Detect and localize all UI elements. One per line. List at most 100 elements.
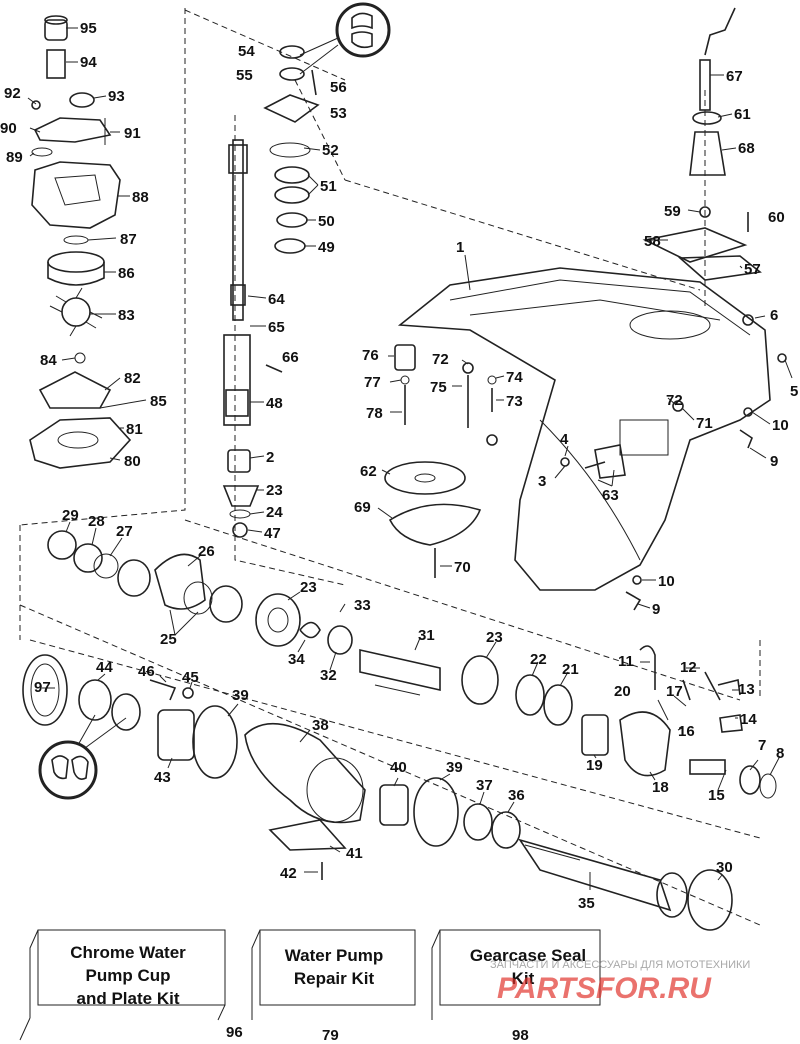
callout-39b: 39 xyxy=(446,759,463,776)
callout-26: 26 xyxy=(198,543,215,560)
callout-60: 60 xyxy=(768,209,785,226)
driveshaft-parts xyxy=(222,45,320,538)
callout-65: 65 xyxy=(268,319,285,336)
callout-10a: 10 xyxy=(772,417,789,434)
callout-16: 16 xyxy=(678,723,695,740)
callout-89: 89 xyxy=(6,149,23,166)
callout-31: 31 xyxy=(418,627,435,644)
callout-23a: 23 xyxy=(266,482,283,499)
callout-86: 86 xyxy=(118,265,135,282)
callout-4: 4 xyxy=(560,431,569,448)
callout-35: 35 xyxy=(578,895,595,912)
seal-orientation-inset-top xyxy=(299,2,391,75)
callout-90: 90 xyxy=(0,120,17,137)
callout-20: 20 xyxy=(614,683,631,700)
callout-51: 51 xyxy=(320,178,337,195)
callout-32: 32 xyxy=(320,667,337,684)
callout-84: 84 xyxy=(40,352,57,369)
callout-38: 38 xyxy=(312,717,329,734)
chrome-kit-line2: Pump Cup xyxy=(86,966,171,985)
callout-56: 56 xyxy=(330,79,347,96)
callout-75: 75 xyxy=(430,379,447,396)
callout-3: 3 xyxy=(538,473,546,490)
callout-68: 68 xyxy=(738,140,755,157)
callout-45: 45 xyxy=(182,669,199,686)
pump-kit-line1: Water Pump xyxy=(285,946,384,965)
callout-40: 40 xyxy=(390,759,407,776)
callout-18: 18 xyxy=(652,779,669,796)
callout-80: 80 xyxy=(124,453,141,470)
callout-47: 47 xyxy=(264,525,281,542)
seal-kit-line2: Kit xyxy=(512,969,535,988)
leader-lines xyxy=(27,27,793,890)
callout-54: 54 xyxy=(238,43,255,60)
callout-55: 55 xyxy=(236,67,253,84)
callout-44: 44 xyxy=(96,659,113,676)
callout-17: 17 xyxy=(666,683,683,700)
kit-panel-chrome: Chrome Water Pump Cup and Plate Kit 96 xyxy=(19,929,243,1041)
callout-10b: 10 xyxy=(658,573,675,590)
callout-27: 27 xyxy=(116,523,133,540)
callout-23c: 23 xyxy=(486,629,503,646)
callout-58: 58 xyxy=(644,233,661,250)
callout-23b: 23 xyxy=(300,579,317,596)
callout-64: 64 xyxy=(268,291,285,308)
callout-67: 67 xyxy=(726,68,743,85)
callout-61: 61 xyxy=(734,106,751,123)
callout-88: 88 xyxy=(132,189,149,206)
kit-panel-seal: Gearcase Seal Kit 98 xyxy=(431,929,601,1044)
callout-52: 52 xyxy=(322,142,339,159)
callout-11: 11 xyxy=(618,653,634,670)
callout-63: 63 xyxy=(602,487,619,504)
callout-48: 48 xyxy=(266,395,283,412)
watermark: ЗАПЧАСТИ И АКСЕССУАРЫ ДЛЯ МОТОТЕХНИКИ PA… xyxy=(490,959,750,1005)
callout-93: 93 xyxy=(108,88,125,105)
callout-9b: 9 xyxy=(652,601,660,618)
callout-6: 6 xyxy=(770,307,778,324)
callout-72a: 72 xyxy=(666,392,683,409)
kit-number-79: 79 xyxy=(322,1027,339,1044)
callout-33: 33 xyxy=(354,597,371,614)
callout-74: 74 xyxy=(506,369,523,386)
watermark-tagline: ЗАПЧАСТИ И АКСЕССУАРЫ ДЛЯ МОТОТЕХНИКИ xyxy=(490,959,750,971)
callout-7: 7 xyxy=(758,737,766,754)
callout-50: 50 xyxy=(318,213,335,230)
propshaft-lower-row xyxy=(22,654,733,931)
callout-14: 14 xyxy=(740,711,757,728)
callout-71: 71 xyxy=(696,415,713,432)
callout-12: 12 xyxy=(680,659,697,676)
callout-83: 83 xyxy=(118,307,135,324)
seal-orientation-inset-bottom xyxy=(38,714,127,800)
callout-62: 62 xyxy=(360,463,377,480)
callout-57: 57 xyxy=(744,261,761,278)
callout-34: 34 xyxy=(288,651,305,668)
callout-53: 53 xyxy=(330,105,347,122)
assembly-guide-lines xyxy=(19,8,761,926)
callout-94: 94 xyxy=(80,54,97,71)
callout-70: 70 xyxy=(454,559,471,576)
callout-39a: 39 xyxy=(232,687,249,704)
callout-5: 5 xyxy=(790,383,798,400)
callout-19: 19 xyxy=(586,757,603,774)
callout-49: 49 xyxy=(318,239,335,256)
callout-2: 2 xyxy=(266,449,274,466)
shift-rod-parts xyxy=(642,7,762,281)
callout-9a: 9 xyxy=(770,453,778,470)
gearcase-housing xyxy=(397,267,771,591)
callout-37: 37 xyxy=(476,777,493,794)
callout-73: 73 xyxy=(506,393,523,410)
callout-66: 66 xyxy=(282,349,299,366)
callout-25: 25 xyxy=(160,631,177,648)
callout-59: 59 xyxy=(664,203,681,220)
callout-81: 81 xyxy=(126,421,143,438)
callout-85: 85 xyxy=(150,393,167,410)
callout-15: 15 xyxy=(708,787,725,804)
callout-92: 92 xyxy=(4,85,21,102)
callout-36: 36 xyxy=(508,787,525,804)
callout-28: 28 xyxy=(88,513,105,530)
callout-24: 24 xyxy=(266,504,283,521)
callout-43: 43 xyxy=(154,769,171,786)
callout-77: 77 xyxy=(364,374,381,391)
callout-97: 97 xyxy=(34,679,51,696)
callout-87: 87 xyxy=(120,231,137,248)
